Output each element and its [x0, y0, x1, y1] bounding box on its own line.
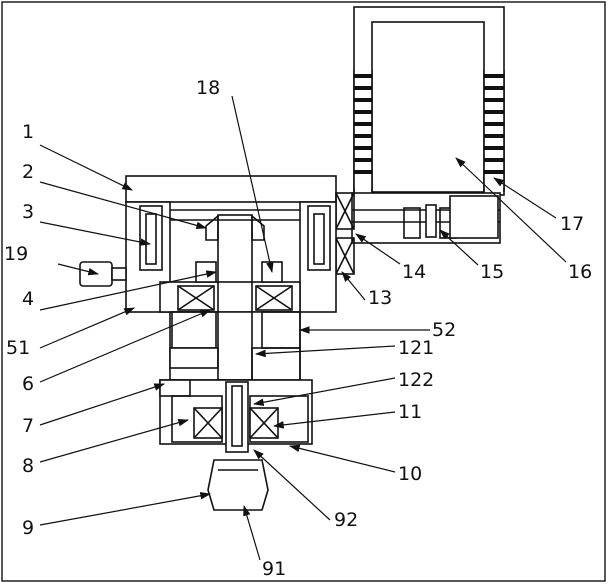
- label-6: 6: [22, 373, 34, 395]
- label-7: 7: [22, 415, 34, 437]
- label-122: 122: [398, 369, 434, 391]
- label-15: 15: [480, 261, 504, 283]
- label-11: 11: [398, 401, 422, 423]
- label-92: 92: [334, 509, 358, 531]
- label-10: 10: [398, 463, 422, 485]
- label-3: 3: [22, 201, 34, 223]
- label-1: 1: [22, 121, 34, 143]
- label-18: 18: [196, 77, 220, 99]
- label-91: 91: [262, 558, 286, 580]
- motor-housing: [353, 6, 505, 196]
- cooling-fins-right: [483, 70, 505, 192]
- top-plate: [125, 175, 337, 203]
- label-19: 19: [4, 243, 28, 265]
- pulley-block: [335, 192, 355, 275]
- label-9: 9: [22, 517, 34, 539]
- label-8: 8: [22, 455, 34, 477]
- label-4: 4: [22, 288, 34, 310]
- label-13: 13: [368, 287, 392, 309]
- leader-lines: [39, 95, 567, 561]
- part-labels: 1 2 3 19 4 51 6 7 8 9 91 92 10 11 122 12…: [4, 77, 592, 580]
- label-16: 16: [568, 261, 592, 283]
- lower-housing: [159, 379, 313, 453]
- label-14: 14: [402, 261, 426, 283]
- side-knob: [79, 261, 127, 287]
- label-121: 121: [398, 337, 434, 359]
- upper-bearings: [177, 285, 293, 311]
- label-17: 17: [560, 213, 584, 235]
- motor-gear-assembly: [351, 192, 501, 244]
- cooling-fins-left: [353, 70, 373, 192]
- main-body: [125, 201, 337, 391]
- collet: [207, 459, 269, 511]
- label-51: 51: [6, 337, 30, 359]
- label-2: 2: [22, 161, 34, 183]
- label-52: 52: [432, 319, 456, 341]
